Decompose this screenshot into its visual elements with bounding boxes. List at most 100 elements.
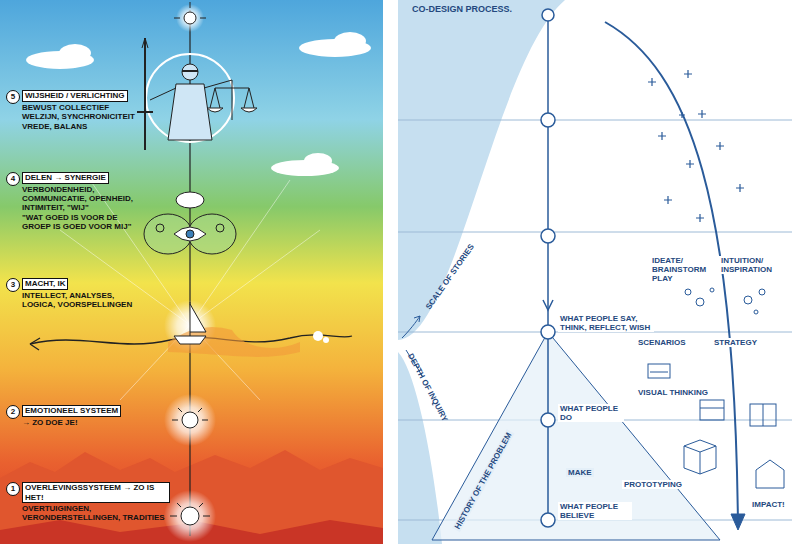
level-heading: EMOTIONEEL SYSTEEM xyxy=(22,405,121,417)
inquiry-triangle xyxy=(432,332,720,540)
process-label: IDEATE/ BRAINSTORM PLAY xyxy=(650,256,714,284)
sketch-icons xyxy=(750,404,776,426)
level-text: WIJSHEID / VERLICHTINGBEWUST COLLECTIEF … xyxy=(22,90,137,132)
sharing-figure xyxy=(144,192,236,254)
process-label: PROTOTYPING xyxy=(622,480,684,489)
level-group: 1OVERLEVINGSSYSTEEM → ZO IS HET!OVERTUIG… xyxy=(6,482,170,524)
suns xyxy=(178,408,182,412)
stars xyxy=(736,184,744,192)
justice-figure xyxy=(168,84,212,140)
level-note: → ZO DOE JE! xyxy=(22,418,78,427)
justice-figure xyxy=(232,80,233,120)
level-group: 5WIJSHEID / VERLICHTINGBEWUST COLLECTIEF… xyxy=(6,90,137,132)
suns xyxy=(170,2,210,516)
suns xyxy=(177,503,181,507)
stars xyxy=(679,112,685,118)
bubbles xyxy=(759,289,765,295)
bubbles xyxy=(710,288,714,292)
boat-on-wave xyxy=(168,327,300,357)
callout-number: 4 xyxy=(6,172,20,186)
level-circles xyxy=(541,413,555,427)
inquiry-triangle xyxy=(432,332,720,540)
level-lines xyxy=(398,232,792,233)
level-circles xyxy=(541,513,555,527)
level-heading: DELEN → SYNERGIE xyxy=(22,172,109,184)
left-background xyxy=(304,153,332,169)
process-label: VISUAL THINKING xyxy=(636,388,710,397)
panel-title: CO-DESIGN PROCESS. xyxy=(410,4,514,15)
process-label: WHAT PEOPLE DO xyxy=(558,404,624,422)
justice-figure xyxy=(137,38,257,150)
justice-figure xyxy=(244,88,249,108)
stars xyxy=(648,70,744,222)
sketch-icons xyxy=(650,372,668,373)
justice-figure xyxy=(249,88,254,108)
sharing-figure xyxy=(156,224,164,232)
level-circles xyxy=(541,229,555,243)
justice-figure xyxy=(241,108,257,112)
process-label: WHAT PEOPLE SAY, THINK, REFLECT, WISH xyxy=(558,314,654,332)
suns xyxy=(164,2,216,542)
suns xyxy=(164,394,216,446)
suns xyxy=(176,4,204,32)
level-heading: WIJSHEID / VERLICHTING xyxy=(22,90,128,102)
level-text: MACHT, IKINTELLECT, ANALYSES, LOGICA, VO… xyxy=(22,278,147,310)
justice-figure xyxy=(182,70,198,72)
level-group: 3MACHT, IKINTELLECT, ANALYSES, LOGICA, V… xyxy=(6,278,147,310)
justice-figure xyxy=(146,54,234,142)
level-note: INTELLECT, ANALYSES, LOGICA, VOORSPELLIN… xyxy=(22,291,147,309)
level-circles xyxy=(541,113,555,127)
left-background xyxy=(59,44,91,62)
sharing-figure xyxy=(216,224,224,232)
bubbles xyxy=(685,289,691,295)
level-note: OVERTUIGINGEN, VERONDERSTELLINGEN, TRADI… xyxy=(22,504,170,522)
level-note: VERBONDENHEID, COMMUNICATIE, OPENHEID, I… xyxy=(22,185,144,213)
stars xyxy=(696,214,704,222)
process-arc xyxy=(605,22,745,530)
level-note: "WAT GOED IS VOOR DE GROEP IS GOED VOOR … xyxy=(22,213,144,231)
bubbles xyxy=(744,296,752,304)
boat-on-wave xyxy=(174,336,206,344)
justice-figure xyxy=(207,108,223,112)
stars xyxy=(716,142,724,150)
boat-on-wave xyxy=(323,337,329,343)
callout-number: 1 xyxy=(6,482,20,496)
suns xyxy=(182,412,198,428)
stars xyxy=(658,132,666,140)
process-arc xyxy=(605,22,738,528)
level-group: 4DELEN → SYNERGIEVERBONDENHEID, COMMUNIC… xyxy=(6,172,144,233)
level-heading: OVERLEVINGSSYSTEEM → ZO IS HET! xyxy=(22,482,170,503)
suns xyxy=(190,2,191,8)
justice-figure xyxy=(150,80,232,100)
sharing-figure xyxy=(174,227,206,241)
stars xyxy=(664,196,672,204)
right-background xyxy=(398,0,792,544)
sketch-icons xyxy=(648,364,784,488)
stars xyxy=(686,160,694,168)
left-background xyxy=(0,0,383,544)
suns xyxy=(200,18,206,19)
level-circles xyxy=(541,325,555,339)
stars xyxy=(684,70,692,78)
justice-figure xyxy=(142,38,145,48)
justice-figure xyxy=(215,88,249,89)
level-note: VREDE, BALANS xyxy=(22,122,87,131)
boat-on-wave xyxy=(313,331,323,341)
suns xyxy=(181,507,199,525)
left-background xyxy=(334,32,366,50)
depth-axis xyxy=(543,300,553,310)
justice-figure xyxy=(145,38,148,48)
process-label: WHAT PEOPLE BELIEVE xyxy=(558,502,632,520)
process-arc xyxy=(731,514,745,530)
suns xyxy=(199,503,203,507)
sketch-icons xyxy=(700,400,724,420)
level-lines xyxy=(398,120,792,121)
process-label: IMPACT! xyxy=(750,500,787,509)
level-circles xyxy=(541,9,555,527)
level-group: 2EMOTIONEEL SYSTEEM→ ZO DOE JE! xyxy=(6,405,147,428)
level-text: OVERLEVINGSSYSTEEM → ZO IS HET!OVERTUIGI… xyxy=(22,482,170,524)
depth-axis xyxy=(543,15,553,520)
depth-axis xyxy=(547,15,549,520)
level-heading: MACHT, IK xyxy=(22,278,68,290)
stars xyxy=(698,110,706,118)
